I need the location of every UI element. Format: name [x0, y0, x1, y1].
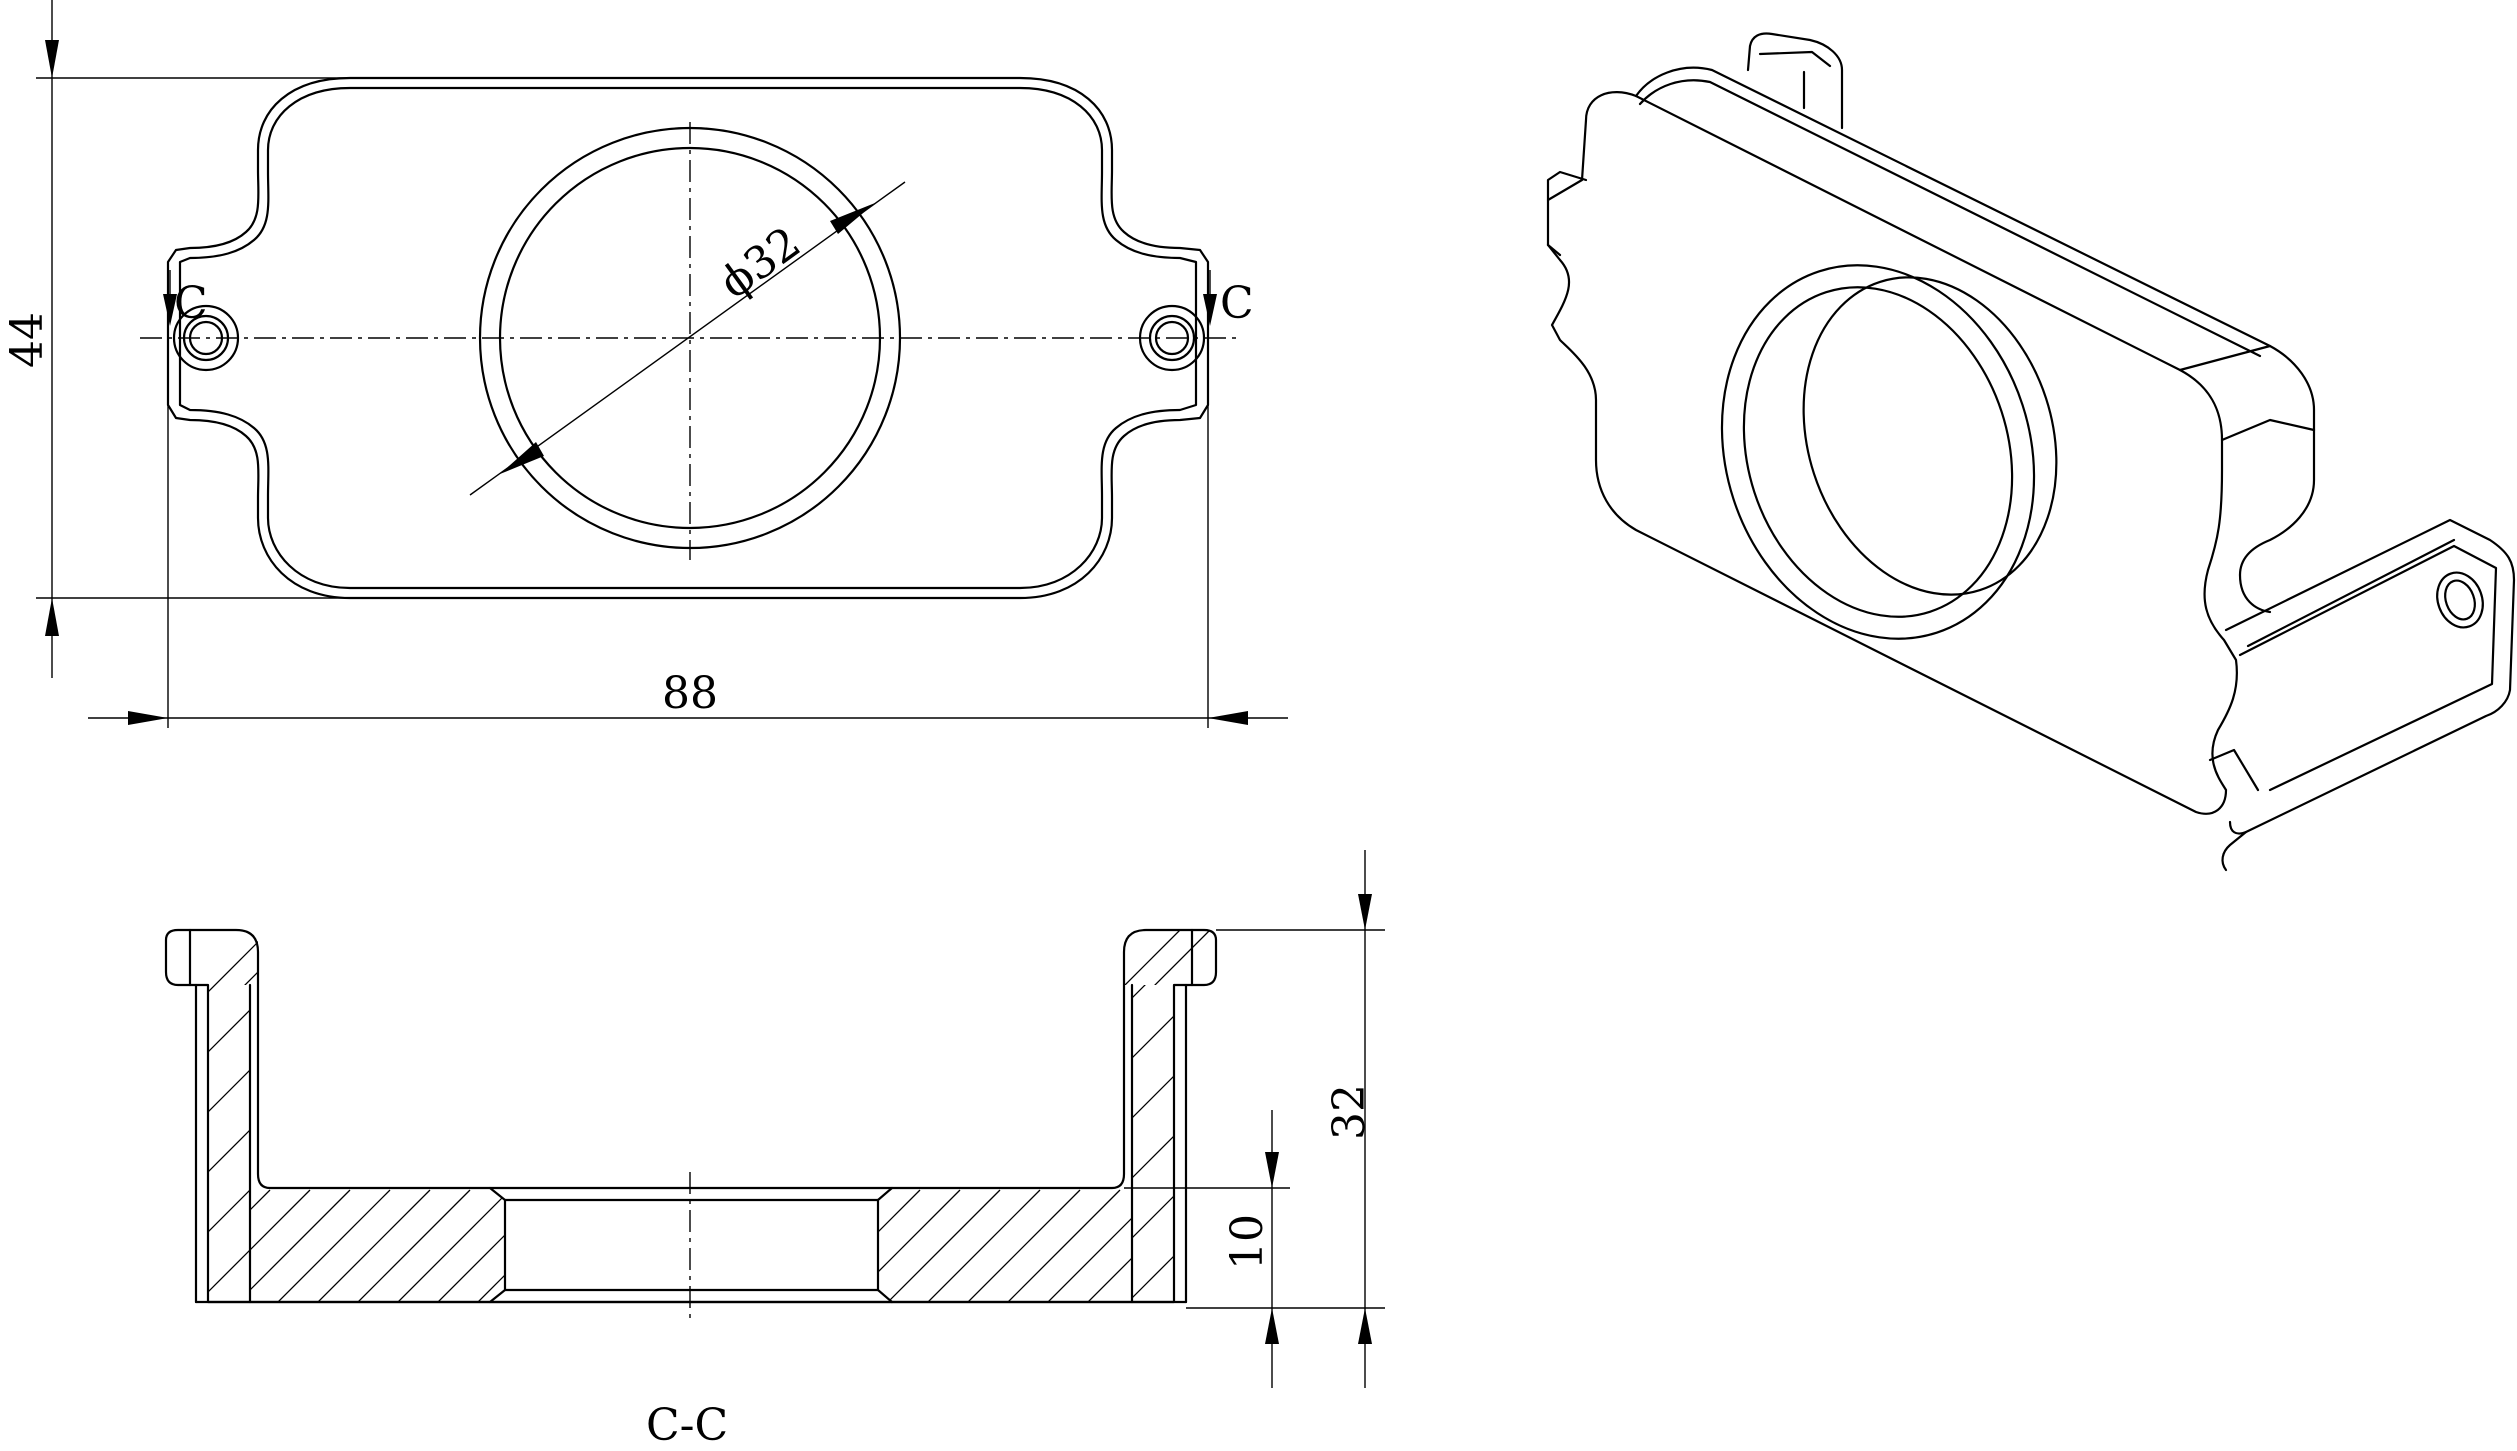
section-mark-left: C — [174, 278, 208, 329]
top-view-outline — [166, 76, 1210, 600]
diameter-dim-line — [469, 181, 906, 496]
width-dim-label: 88 — [662, 668, 718, 719]
iso-top-ear — [1746, 32, 1844, 130]
section-title: C-C — [646, 1400, 728, 1451]
section-mark-right: C — [1220, 278, 1254, 329]
iso-right-ear — [2224, 518, 2516, 835]
height-dim-label: 44 — [2, 312, 53, 368]
section-height-dim-label: 32 — [1324, 1084, 1375, 1140]
section-base-dim-label: 10 — [1222, 1214, 1273, 1270]
top-view: ϕ32 C C 88 44 — [2, 0, 1288, 728]
isometric-view — [1546, 32, 2516, 872]
iso-right-hole — [2444, 579, 2476, 621]
diameter-dim-label: ϕ32 — [710, 217, 810, 309]
section-view: 32 10 C-C — [164, 850, 1385, 1451]
iso-bore-outer — [1720, 264, 2036, 640]
iso-left-ear — [1546, 170, 1588, 202]
iso-bore-inner — [1802, 276, 2058, 596]
iso-front-face — [1546, 91, 2238, 815]
section-outer-profile — [164, 928, 507, 1304]
top-view-inner-outline — [178, 86, 1198, 590]
